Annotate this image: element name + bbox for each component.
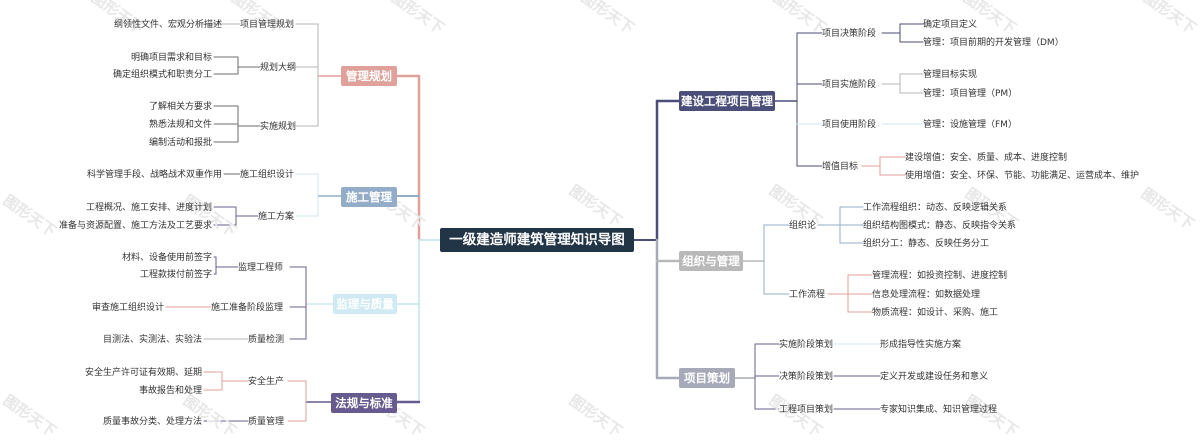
leaf-shiyong-zengzhi[interactable]: 使用增值：安全、环保、节能、功能满足、运营成本、维护 (905, 171, 1140, 181)
topic-gongzuo-liucheng[interactable]: 工作流程 (789, 290, 826, 300)
leaf-mucefa[interactable]: 目测法、实测法、实验法 (102, 335, 202, 345)
topic-zhiliang-jiance[interactable]: 质量检测 (248, 335, 285, 345)
topic-shishi-guihua[interactable]: 实施规划 (260, 122, 297, 132)
leaf-gongcheng-gaikuang[interactable]: 工程概况、施工安排、进度计划 (85, 203, 212, 213)
leaf-zhiliang-shigu[interactable]: 质量事故分类、处理方法 (102, 417, 202, 427)
leaf-gongzuo-liucheng-zuzhi[interactable]: 工作流程组织：动态、反映逻辑关系 (863, 203, 1008, 213)
leaf-shencha-sheji[interactable]: 审查施工组织设计 (91, 303, 164, 313)
topic-shishi-cehua[interactable]: 实施阶段策划 (779, 340, 834, 350)
leaf-cailiao-shebei[interactable]: 材料、设备使用前签字 (121, 253, 212, 263)
leaf-kexue-guanli[interactable]: 科学管理手段、战略战术双重作用 (86, 170, 222, 180)
leaf-queding-dingyi[interactable]: 确定项目定义 (923, 20, 978, 30)
topic-zuzhi-lun[interactable]: 组织论 (789, 221, 817, 231)
branch-guanli-guihua[interactable]: 管理规划 (341, 66, 397, 86)
leaf-guanli-fm[interactable]: 管理：设施管理（FM） (923, 120, 1017, 130)
leaf-dingyi-kaifa[interactable]: 定义开发或建设任务和意义 (880, 372, 989, 382)
leaf-liaojie-xiangguanfang[interactable]: 了解相关方要求 (148, 102, 212, 112)
topic-shigong-zuzhi-sheji[interactable]: 施工组织设计 (240, 170, 295, 180)
branch-xiangmu-cehua[interactable]: 项目策划 (679, 368, 735, 388)
leaf-guanli-mubiao[interactable]: 管理目标实现 (923, 70, 978, 80)
topic-juece-cehua[interactable]: 决策阶段策划 (779, 372, 834, 382)
leaf-gongchengkuan[interactable]: 工程款拨付前签字 (139, 270, 212, 280)
leaf-zhuanjia-zhishi[interactable]: 专家知识集成、知识管理过程 (880, 405, 998, 415)
branch-jianshe-xiangmu-guanli[interactable]: 建设工程项目管理 (679, 91, 775, 111)
leaf-queding-zuzhi[interactable]: 确定组织模式和职责分工 (112, 70, 212, 80)
leaf-mingque-xuqiu[interactable]: 明确项目需求和目标 (130, 53, 212, 63)
leaf-zuzhi-fengong[interactable]: 组织分工：静态、反映任务分工 (863, 239, 990, 249)
topic-guihua-dagang[interactable]: 规划大纲 (260, 63, 297, 73)
leaf-gangling-wenjian[interactable]: 纲领性文件、宏观分析描述 (113, 20, 222, 30)
branch-jianli-zhiliang[interactable]: 监理与质量 (333, 294, 397, 314)
topic-zengzhi-mubiao[interactable]: 增值目标 (822, 162, 859, 172)
leaf-guanli-dm[interactable]: 管理：项目前期的开发管理（DM） (923, 38, 1064, 48)
leaf-jianshe-zengzhi[interactable]: 建设增值：安全、质量、成本、进度控制 (905, 153, 1068, 163)
leaf-zhidaoxing-fangan[interactable]: 形成指导性实施方案 (880, 340, 962, 350)
topic-xiangmu-shishi[interactable]: 项目实施阶段 (822, 80, 877, 90)
topic-xiangmu-juece[interactable]: 项目决策阶段 (822, 29, 877, 39)
topic-gongcheng-cehua[interactable]: 工程项目策划 (779, 405, 834, 415)
leaf-guanli-liucheng[interactable]: 管理流程：如投资控制、进度控制 (872, 271, 1008, 281)
topic-xiangmu-guanli-guihua[interactable]: 项目管理规划 (240, 20, 295, 30)
leaf-zhunbei-ziyuan[interactable]: 准备与资源配置、施工方法及工艺要求 (58, 221, 212, 231)
leaf-bianzhi-baopi[interactable]: 编制活动和报批 (148, 138, 212, 148)
root-topic[interactable]: 一级建造师建筑管理知识导图 (440, 228, 634, 252)
topic-shigong-zhunbei-jianli[interactable]: 施工准备阶段监理 (211, 303, 284, 313)
leaf-guanli-pm[interactable]: 管理：项目管理（PM） (923, 89, 1018, 99)
leaf-shuxi-fagui[interactable]: 熟悉法规和文件 (148, 120, 212, 130)
leaf-wuzhi-liucheng[interactable]: 物质流程：如设计、采购、施工 (872, 308, 999, 318)
topic-zhiliang-guanli[interactable]: 质量管理 (248, 417, 285, 427)
leaf-zuzhi-jiegou[interactable]: 组织结构图模式：静态、反映指令关系 (863, 221, 1017, 231)
topic-xiangmu-shiyong[interactable]: 项目使用阶段 (822, 120, 877, 130)
topic-anquan-shengchan[interactable]: 安全生产 (248, 377, 285, 387)
branch-zuzhi-guanli[interactable]: 组织与管理 (679, 251, 743, 271)
topic-shigong-fangan[interactable]: 施工方案 (258, 212, 295, 222)
branch-fagui-biaozhun[interactable]: 法规与标准 (331, 393, 397, 413)
leaf-xinxi-chuli[interactable]: 信息处理流程：如数据处理 (872, 290, 981, 300)
leaf-anquan-xukezheng[interactable]: 安全生产许可证有效期、延期 (84, 368, 202, 378)
branch-shigong-guanli[interactable]: 施工管理 (341, 187, 397, 207)
topic-jianli-gongchengshi[interactable]: 监理工程师 (238, 263, 284, 273)
leaf-shigu-baogao[interactable]: 事故报告和处理 (138, 386, 202, 396)
